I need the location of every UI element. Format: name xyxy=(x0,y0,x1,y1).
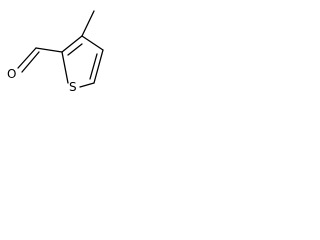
sulfur-atom-label: S xyxy=(69,80,77,94)
ring-bond-c5-s xyxy=(79,82,95,88)
ring-double-bond-c2-c3-inner xyxy=(67,43,83,56)
structure-canvas: O S xyxy=(0,0,131,117)
ring-double-bond-c4-c5-inner xyxy=(89,53,98,80)
aldehyde-double-bond-1 xyxy=(17,47,37,69)
ring-bond-c4-c5 xyxy=(93,49,104,84)
thiophene-carboxaldehyde-structure: O S xyxy=(7,10,104,94)
ring-bond-s-c2 xyxy=(61,51,69,84)
oxygen-atom-label: O xyxy=(7,67,16,81)
ring-bond-c2-c3 xyxy=(61,35,83,53)
ring-bond-c3-c4 xyxy=(81,35,104,51)
aldehyde-double-bond-2 xyxy=(21,51,40,73)
aldehyde-bond-c2-cho xyxy=(35,47,63,53)
methyl-bond xyxy=(81,10,95,37)
